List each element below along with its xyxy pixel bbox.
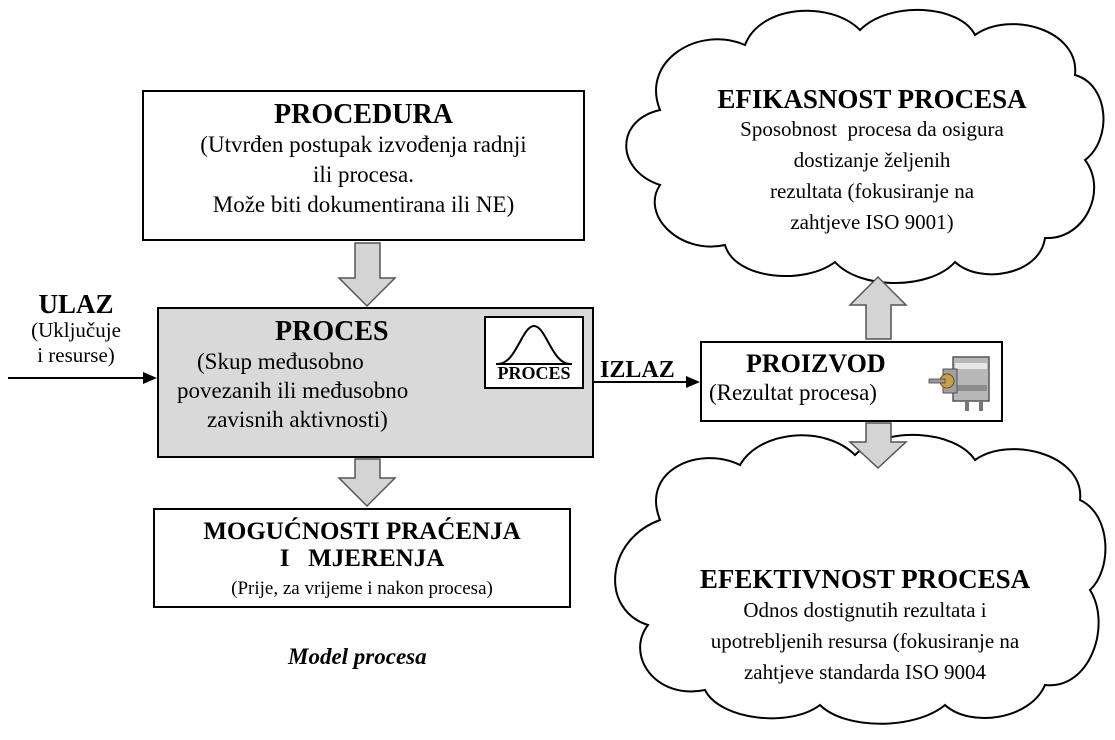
arrow-izlaz-head	[686, 376, 700, 388]
pracenje-description: (Prije, za vrijeme i nakon procesa)	[231, 578, 493, 599]
arrow-proizvod-to-efikasnost	[848, 275, 908, 340]
arrow-procedura-to-proces	[337, 242, 397, 308]
proizvod-box: PROIZVOD (Rezultat procesa)	[700, 341, 1003, 422]
procedura-line-3: Može biti dokumentirana ili NE)	[212, 192, 515, 217]
efektivnost-line-2: upotrebljenih resursa (fokusiranje na	[710, 629, 1020, 653]
pracenje-box: MOGUĆNOSTI PRAĆENJA I MJERENJA (Prije, z…	[153, 508, 571, 608]
proces-line-1: (Skup međusobno	[197, 349, 364, 374]
ulaz-label: ULAZ (Uključuje i resurse)	[6, 290, 146, 368]
bell-curve-icon	[496, 324, 572, 365]
arrow-ulaz-head	[143, 372, 157, 384]
efektivnost-description: Odnos dostignutih rezultata i upotreblje…	[655, 595, 1075, 688]
motor-component-icon	[928, 356, 990, 411]
ulaz-title: ULAZ	[38, 289, 114, 319]
proces-title: PROCES	[275, 316, 389, 347]
arrow-proces-to-pracenje	[337, 458, 397, 508]
proces-line-2: povezanih ili međusobno	[177, 378, 409, 403]
efikasnost-line-2: dostizanje željenih	[793, 148, 951, 172]
efikasnost-text: EFIKASNOST PROCESA Sposobnost procesa da…	[662, 84, 1082, 238]
procedura-title: PROCEDURA	[274, 99, 453, 130]
efektivnost-title: EFEKTIVNOST PROCESA	[699, 564, 1031, 594]
proces-line-3: zavisnih aktivnosti)	[207, 407, 388, 432]
procedura-line-2: ili procesa.	[313, 162, 414, 187]
pracenje-title-line-2: I MJERENJA	[279, 545, 445, 572]
efikasnost-description: Sposobnost procesa da osigura dostizanje…	[662, 114, 1082, 238]
efektivnost-line-3: zahtjeve standarda ISO 9004	[743, 660, 986, 684]
izlaz-label: IZLAZ	[600, 357, 675, 383]
ulaz-line-2: i resurse)	[37, 343, 115, 367]
efikasnost-line-4: zahtjeve ISO 9001)	[790, 210, 954, 234]
efektivnost-cloud	[614, 433, 1107, 725]
efikasnost-cloud	[625, 8, 1105, 284]
proces-icon-box: PROCES	[484, 316, 584, 389]
procedura-line-1: (Utvrđen postupak izvođenja radnji	[200, 132, 527, 157]
pracenje-title-line-1: MOGUĆNOSTI PRAĆENJA	[203, 518, 521, 545]
efikasnost-line-3: rezultata (fokusiranje na	[769, 179, 975, 203]
procedura-description: (Utvrđen postupak izvođenja radnji ili p…	[144, 130, 583, 220]
procedura-box: PROCEDURA (Utvrđen postupak izvođenja ra…	[142, 90, 585, 241]
proces-description: (Skup međusobno povezanih ili međusobno …	[177, 347, 592, 434]
proizvod-title: PROIZVOD	[746, 349, 886, 378]
proizvod-description: (Rezultat procesa)	[709, 380, 877, 405]
proces-icon-label: PROCES	[497, 363, 571, 383]
efektivnost-line-1: Odnos dostignutih rezultata i	[743, 598, 987, 622]
efikasnost-title: EFIKASNOST PROCESA	[717, 84, 1027, 114]
pracenje-title: MOGUĆNOSTI PRAĆENJA I MJERENJA	[155, 518, 569, 572]
efektivnost-text: EFEKTIVNOST PROCESA Odnos dostignutih re…	[655, 563, 1075, 688]
ulaz-description: (Uključuje i resurse)	[6, 318, 146, 368]
arrow-proizvod-to-efektivnost	[848, 422, 908, 470]
figure-caption: Model procesa	[288, 644, 427, 669]
efikasnost-line-1: Sposobnost procesa da osigura	[740, 117, 1004, 141]
ulaz-line-1: (Uključuje	[31, 318, 121, 342]
